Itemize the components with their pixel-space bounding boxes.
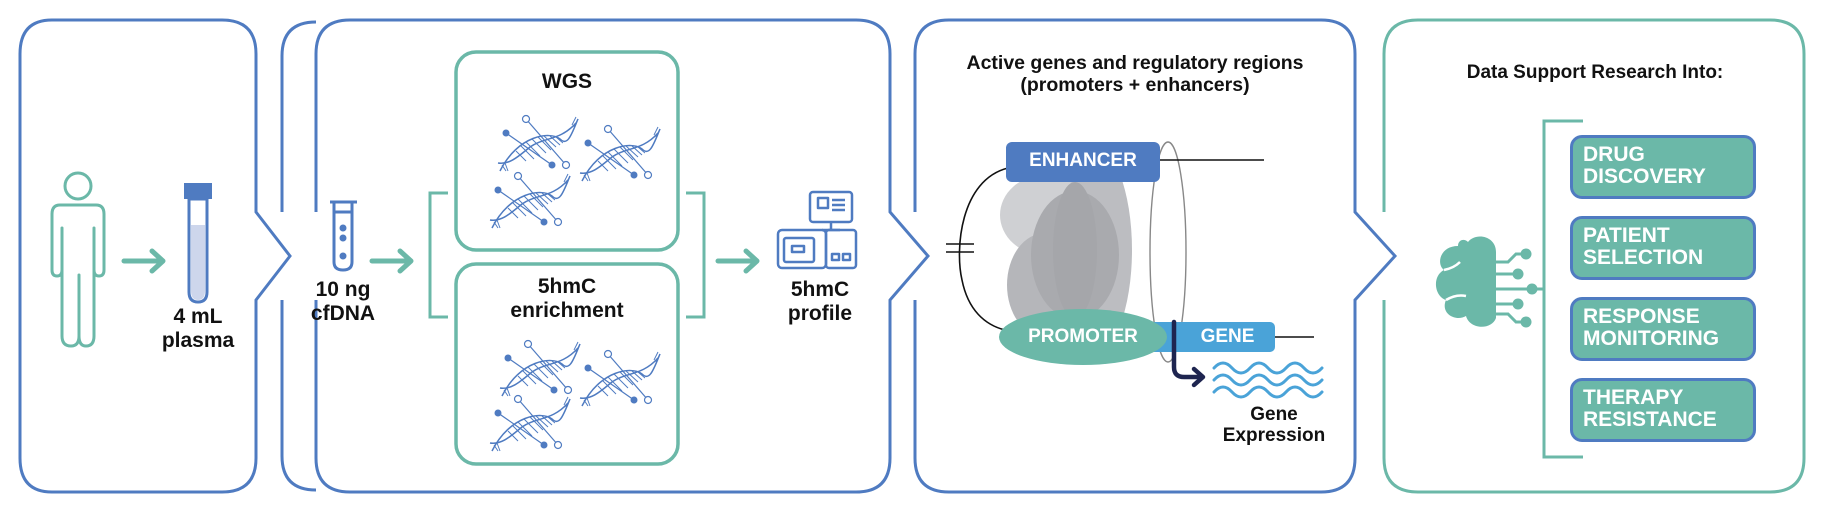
profile-label-line2: profile [787,301,853,325]
gene-expression-line2: Expression [1222,425,1326,447]
outcome-line1: DRUG [1583,143,1645,166]
panel-sample-collection [18,18,292,494]
arrow-right-icon [121,248,166,274]
panel-sample-processing [314,18,930,494]
person-outline-icon [50,171,106,348]
sequencer-icon [776,190,858,270]
profile-label-line1: 5hmC [790,278,850,301]
wgs-title: WGS [456,70,678,94]
test-tube-icon [330,200,357,272]
mrna-wave-icon [1212,361,1324,399]
cfdna-amount: 10 ng [315,278,371,301]
bracket-left [428,191,448,319]
panel-research-applications [1382,18,1806,494]
enhancer-label: ENHANCER [1029,150,1137,171]
panel-gene-regulation [913,18,1398,494]
wgs-box [454,50,680,252]
outcome-drug-discovery: DRUG DISCOVERY [1570,135,1756,199]
promoter-ellipse [999,309,1167,365]
enrichment-title-line2: enrichment [510,298,624,322]
research-title: Data Support Research Into: [1400,62,1790,83]
plasma-volume: 4 mL [173,305,223,328]
gene-regulation-title: Active genes and regulatory regions (pro… [925,52,1345,97]
arrow-right-icon [369,248,414,274]
gene-expression-line1: Gene [1250,404,1298,425]
outcome-line1: THERAPY [1583,386,1684,409]
dna-helix-icon [489,114,661,229]
outcome-line2: MONITORING [1583,327,1720,350]
outcomes-bracket [1542,119,1583,459]
gene-regulation-title-line2: (promoters + enhancers) [1020,73,1250,96]
outcome-therapy-resistance: THERAPY RESISTANCE [1570,378,1756,442]
transcription-start-arrow [1171,319,1206,388]
wgs-title-text: WGS [541,70,593,93]
profile-label: 5hmC profile [770,278,870,325]
gene-label: GENE [1200,326,1255,347]
arrow-right-icon [715,248,760,274]
enrichment-title-line1: 5hmC [537,275,597,298]
cfdna-label: 10 ng cfDNA [300,278,386,325]
outcome-line2: RESISTANCE [1583,408,1717,431]
research-title-text: Data Support Research Into: [1466,62,1724,83]
gene-regulation-title-line1: Active genes and regulatory regions [966,52,1304,74]
cohesin-ring [1149,141,1187,363]
promoter-label: PROMOTER [1028,326,1138,347]
dna-helix-icon [489,339,661,452]
gene-expression-label: Gene Expression [1210,404,1338,447]
outcome-line2: SELECTION [1583,246,1704,269]
outcome-line2: DISCOVERY [1583,165,1706,188]
enrichment-title: 5hmC enrichment [456,275,678,322]
cfdna-text: cfDNA [310,301,376,325]
outcome-line1: PATIENT [1583,224,1670,247]
enhancer-box [1006,142,1160,182]
blood-tube-icon [184,183,212,304]
outcome-line1: RESPONSE [1583,305,1700,328]
ai-brain-circuit-icon [1435,236,1538,328]
plasma-label: 4 mL plasma [150,305,246,352]
enrichment-box [454,262,680,466]
dna-loop [958,167,1009,331]
plasma-text: plasma [161,328,235,352]
bracket-right [686,191,706,319]
outcome-patient-selection: PATIENT SELECTION [1570,216,1756,280]
outcome-response-monitoring: RESPONSE MONITORING [1570,297,1756,361]
